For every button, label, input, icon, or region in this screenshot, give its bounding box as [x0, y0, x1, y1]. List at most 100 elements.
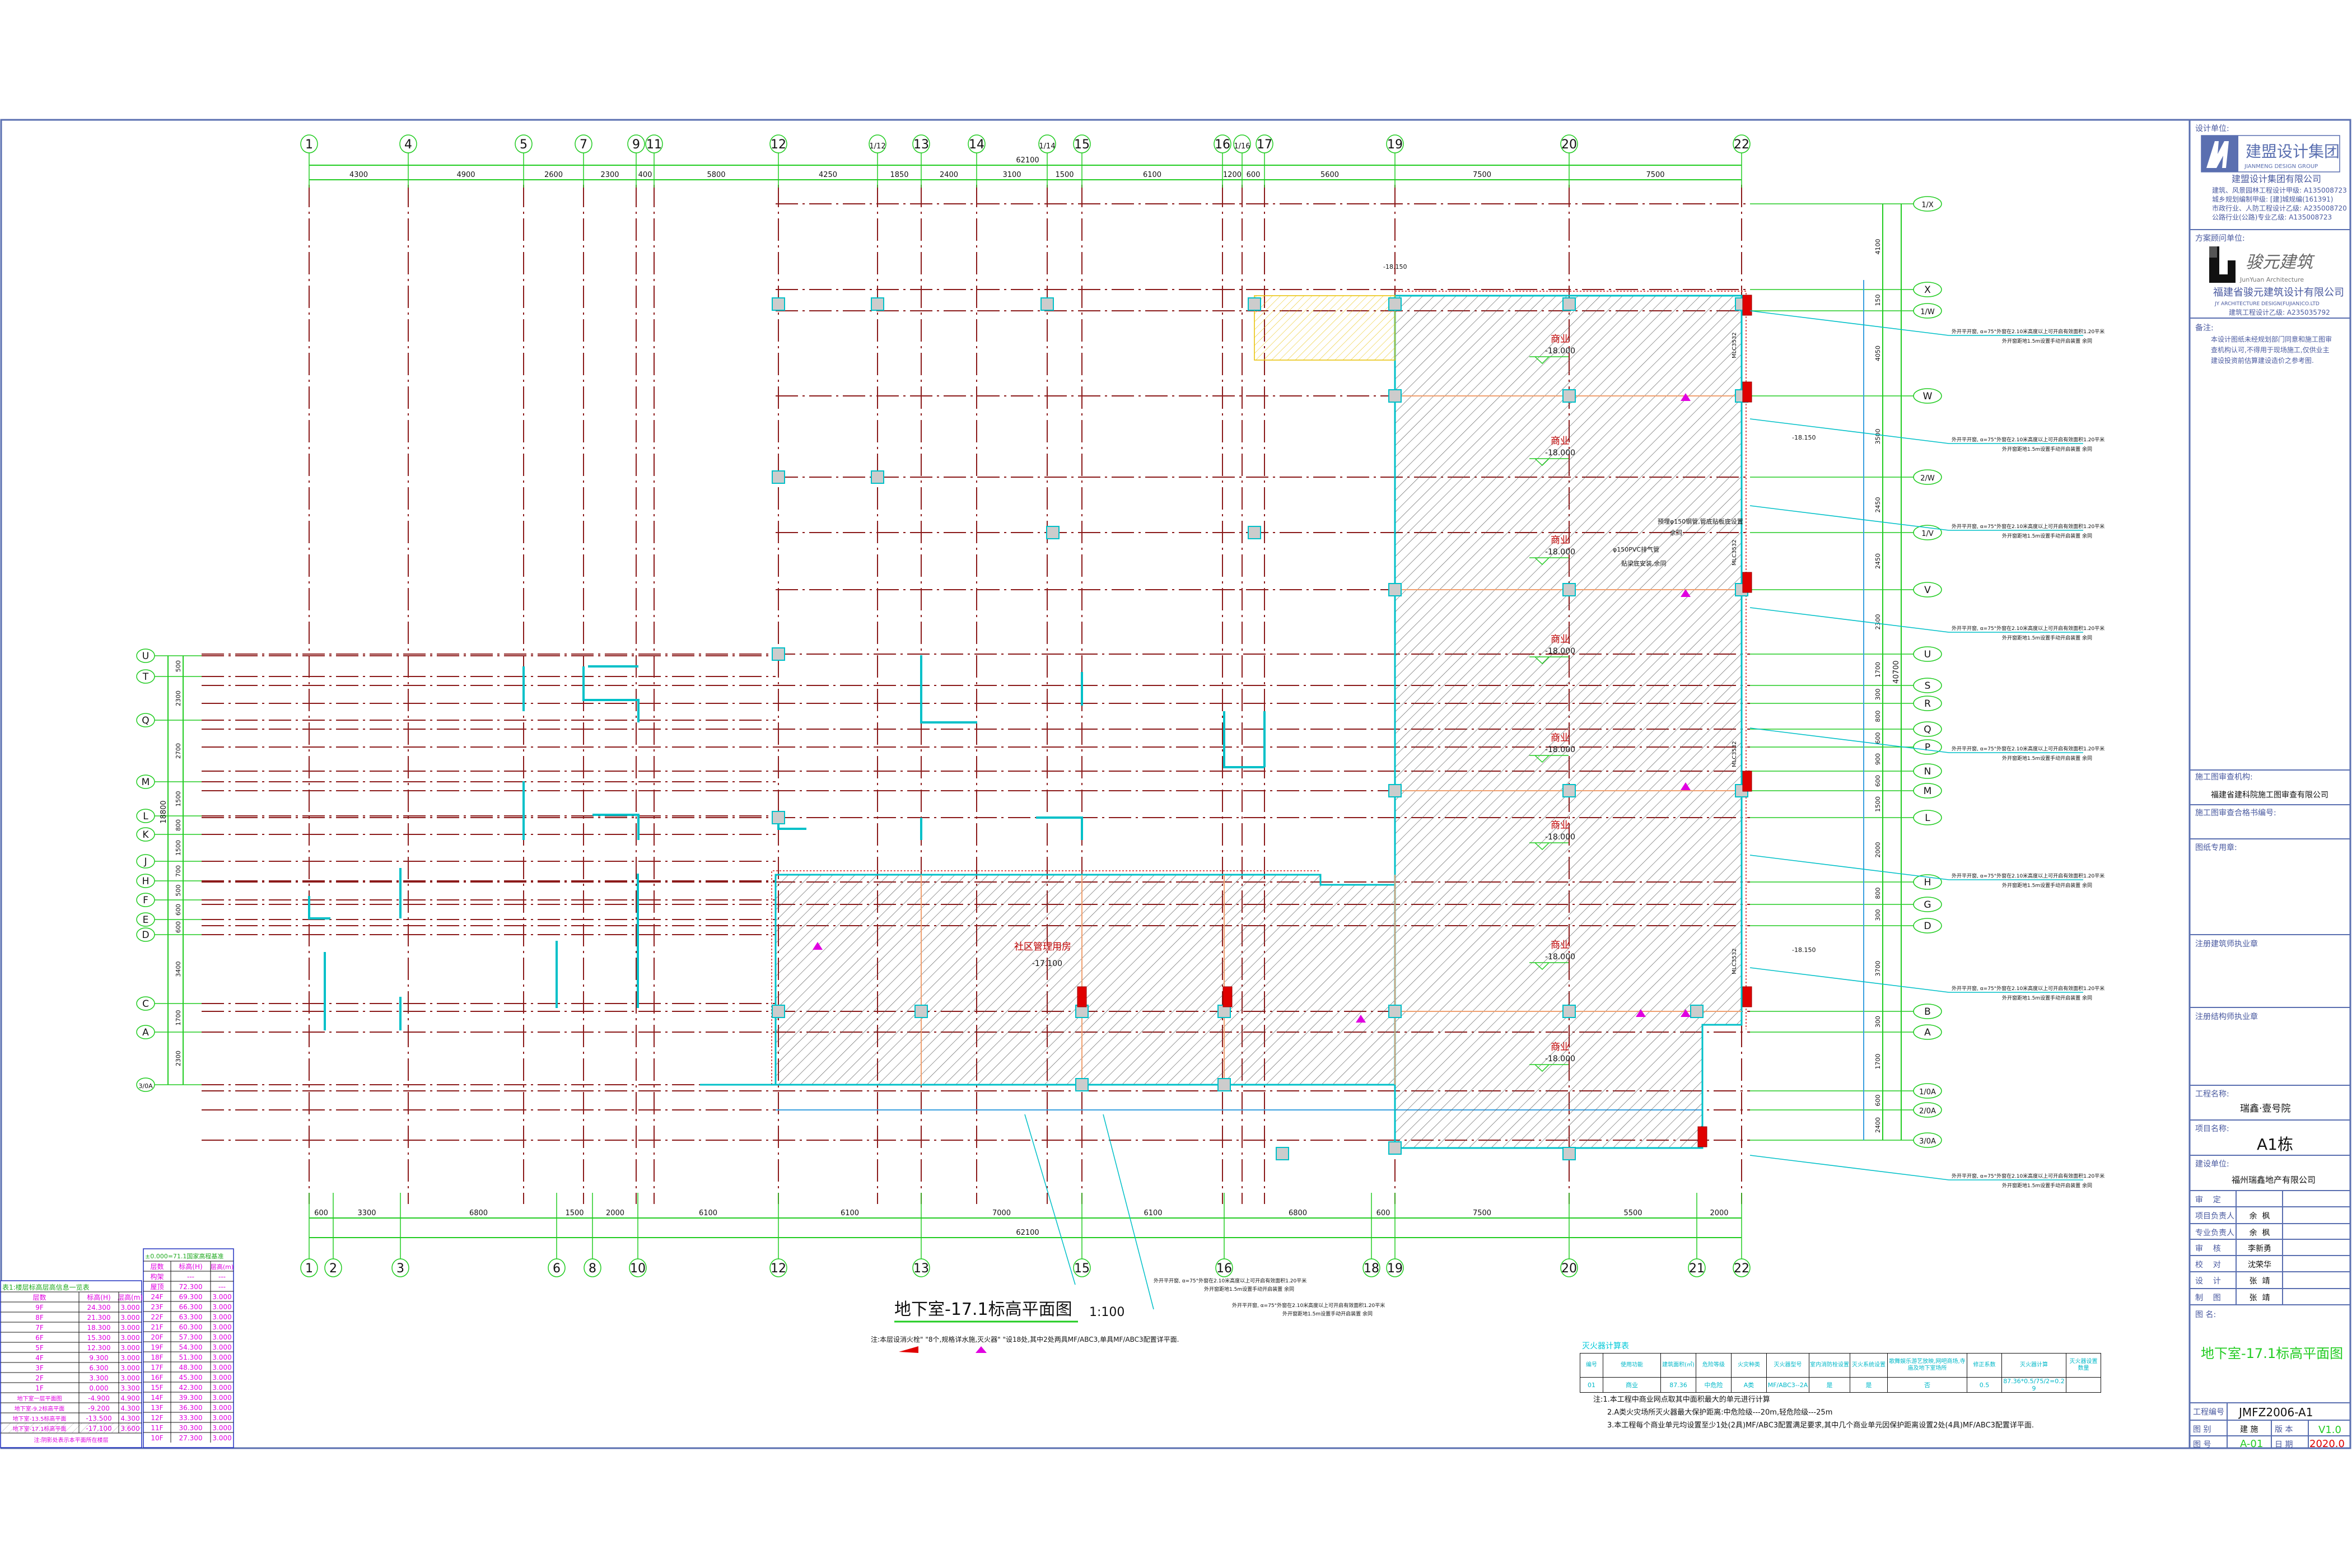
elevation-label: -18.150: [1383, 263, 1407, 270]
jy-company-name: 福建省骏元建筑设计有限公司: [2213, 287, 2344, 298]
axis-bubble: [300, 134, 318, 153]
room-name-commercial: 商业: [1551, 535, 1570, 546]
room-name-commercial: 商业: [1551, 634, 1570, 645]
room-name-commercial: 商业: [1551, 732, 1570, 744]
dimension-value: 6100: [841, 1209, 859, 1217]
axis-label-bottom: 13: [913, 1262, 929, 1276]
signoff-role: 专业负责人: [2195, 1229, 2234, 1238]
axis-bubble: [1214, 134, 1231, 153]
fire-hydrant-icon: [1742, 986, 1752, 1007]
jm-logo-name-cn: 建盟设计集团: [2246, 142, 2340, 161]
project-name-label: 工程名称:: [2195, 1090, 2229, 1099]
dimension-value: 1850: [890, 171, 908, 179]
dimension-value: 5500: [1623, 1209, 1642, 1217]
axis-bubble: [1913, 646, 1942, 662]
table-header-cell: 使用功能: [1603, 1353, 1661, 1378]
dimension-value: 5600: [1320, 171, 1339, 179]
axis-bubble: [1386, 134, 1404, 153]
table-cell: -9.200: [88, 1404, 110, 1412]
jy-logo-text: JunYuan Architecture: [2239, 276, 2304, 283]
table-header-cell: 建筑面积(㎡): [1660, 1353, 1696, 1378]
dimension-value: 4050: [1874, 346, 1882, 361]
dimension-value: 1500: [1874, 796, 1882, 812]
axis-bubble: [912, 1258, 930, 1277]
architect-stamp-label: 注册建筑师执业章: [2195, 939, 2258, 949]
table-cell: 地下室一层平面图: [17, 1395, 62, 1402]
dimension-overall-right: 40700: [1892, 660, 1901, 683]
table-cell: 3.300: [89, 1374, 108, 1382]
axis-bubble: [1913, 469, 1942, 485]
signoff-role: 审 核: [2195, 1244, 2221, 1253]
jm-qualification: 城乡规划编制甲级: [建]城规编(161391): [2212, 195, 2333, 203]
table-cell: 6.300: [89, 1364, 108, 1372]
axis-bubble: [136, 774, 155, 789]
axis-bubble: [1913, 763, 1942, 779]
axis-bubble: [1913, 1024, 1942, 1040]
table-cell: 7F: [35, 1324, 44, 1332]
table-cell: 30.300: [179, 1424, 203, 1432]
date-label: 日 期: [2275, 1440, 2293, 1449]
project-no-label: 工程编号: [2193, 1408, 2224, 1417]
structural-column: [1040, 297, 1054, 311]
fire-hydrant-icon: [1222, 986, 1233, 1007]
table-header-cell: 灭火器型号: [1766, 1353, 1809, 1378]
signoff-role: 校 对: [2195, 1260, 2221, 1270]
design-unit-label: 设计单位:: [2195, 124, 2229, 133]
table-cell: 3F: [35, 1364, 44, 1372]
axis-label-left: K: [142, 829, 149, 841]
structural-column: [1388, 784, 1402, 797]
leader-line: [1749, 1155, 1949, 1180]
table-cell: 商业: [1603, 1377, 1661, 1393]
room-elevation: -18.000: [1545, 347, 1575, 356]
leader-line: [1749, 607, 1949, 633]
structural-column: [1075, 1078, 1089, 1091]
extinguisher-table-title: 灭火器计算表: [1582, 1342, 1629, 1351]
signoff-role: 制 图: [2195, 1294, 2221, 1303]
structural-column: [1562, 583, 1576, 596]
axis-label-right: 1/W: [1920, 308, 1935, 316]
axis-label-bottom: 6: [553, 1262, 561, 1276]
table-cell: 51.300: [179, 1354, 203, 1361]
fire-hydrant-icon: [1077, 986, 1087, 1007]
remark-line: 查机构认可,不得用于现场施工,仅供业主: [2211, 346, 2330, 354]
window-note: 外开窗距地1.5m设置手动开启装置 余同: [2002, 634, 2092, 641]
axis-label-top: 20: [1561, 138, 1577, 152]
dimension-value: 2400: [940, 171, 958, 179]
table-cell: 3.000: [212, 1343, 231, 1351]
axis-label-top: 1/12: [869, 142, 885, 151]
signoff-role: 设 计: [2195, 1277, 2221, 1286]
axis-bubble: [136, 996, 155, 1011]
axis-label-bottom: 18: [1364, 1262, 1379, 1276]
window-note: 外开平开窗, α=75°外窗在2.10米高度以上可开启有效面积1.20平米: [1952, 625, 2104, 632]
client-name: 福州瑞鑫地产有限公司: [2232, 1175, 2316, 1185]
floor-table-note: 注:阴影处表示本平面所在楼层: [34, 1436, 108, 1444]
axis-bubble: [1038, 134, 1056, 153]
axis-label-left: A: [142, 1027, 149, 1038]
consultant-label: 方案顾问单位:: [2195, 234, 2245, 243]
dimension-value: 2000: [1710, 1209, 1728, 1217]
jy-logo-calligraphy: 骏元建筑: [2246, 253, 2315, 272]
room-elevation: -18.000: [1545, 449, 1575, 458]
dimension-value: 3300: [357, 1209, 376, 1217]
dimension-value: 3400: [175, 962, 182, 977]
table-cell: 构架: [150, 1272, 164, 1281]
dimension-value: 700: [175, 865, 182, 877]
axis-label-bottom: 10: [630, 1262, 646, 1276]
axis-label-right: Q: [1924, 724, 1931, 735]
dimension-value: 7500: [1473, 1209, 1491, 1217]
table-cell: 18.300: [87, 1324, 111, 1332]
dimension-value: 600: [1247, 171, 1261, 179]
axis-label-right: 2/0A: [1919, 1107, 1936, 1116]
sheet-no: A-01: [2240, 1438, 2263, 1450]
axis-bubble: [136, 809, 155, 823]
dimension-value: 1200: [1223, 171, 1242, 179]
axis-label-bottom: 1: [305, 1262, 313, 1276]
structural-column: [1388, 389, 1402, 403]
axis-label-bottom: 21: [1689, 1262, 1705, 1276]
table-cell: 3.000: [212, 1404, 231, 1412]
table-cell: 42.300: [179, 1384, 203, 1392]
axis-bubble: [1913, 1132, 1942, 1148]
axis-label-bottom: 15: [1074, 1262, 1090, 1276]
legend-note: 注:本层设消火栓" "8个,规格详水施,灭火器" "设18处,其中2处两具MF/…: [871, 1335, 1179, 1343]
